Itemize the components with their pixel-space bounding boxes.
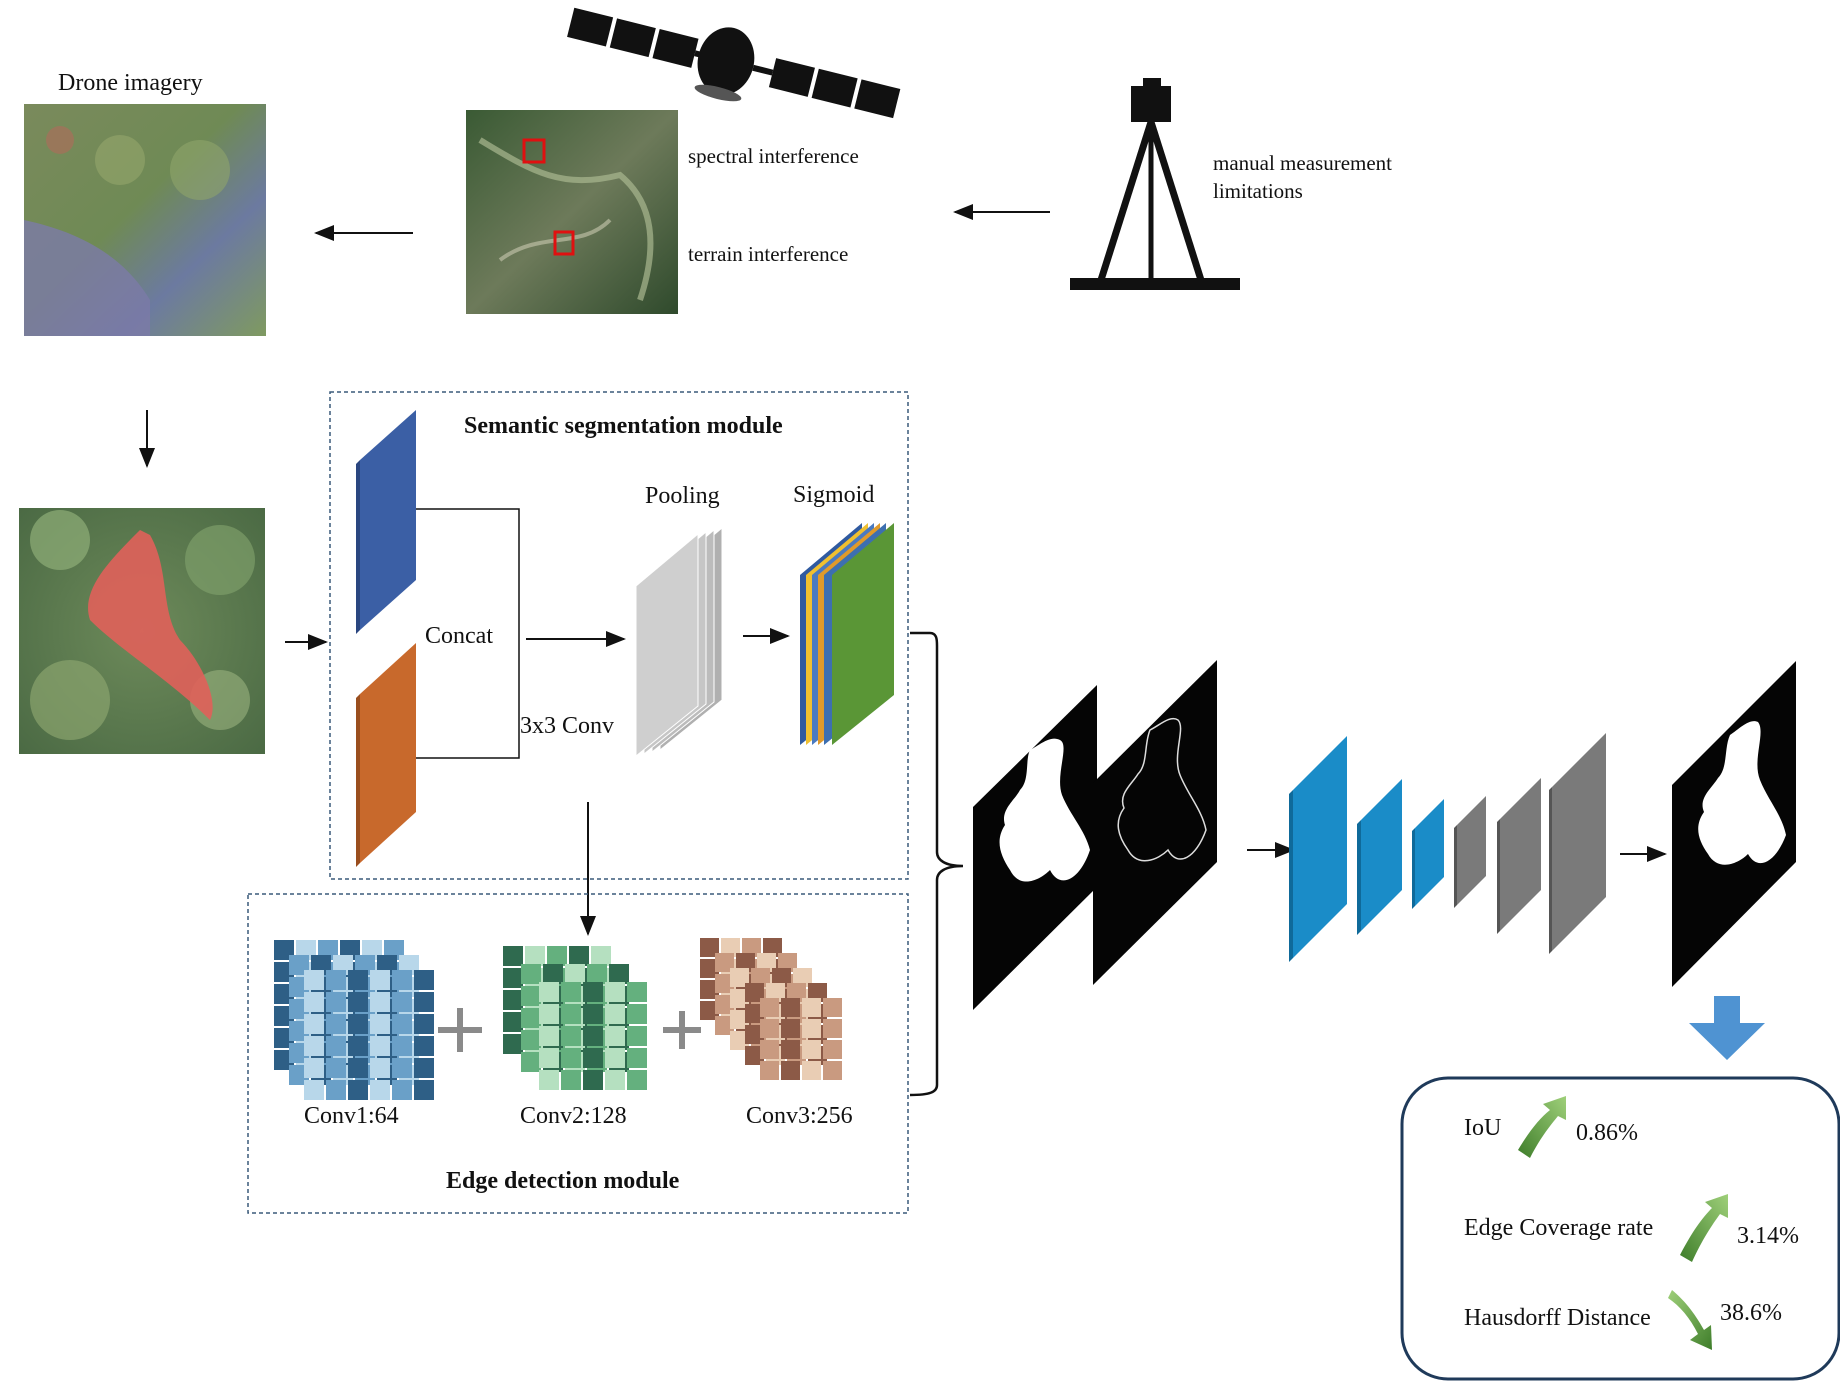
terrain-interference-label: terrain interference [688,242,848,266]
concat-bracket [416,508,520,759]
orange-feature-block [356,643,416,867]
hausdorff-value: 38.6% [1720,1300,1782,1326]
down-arrow-icon [1689,996,1765,1060]
edge-module-box [247,893,909,1214]
plus-icon-2 [663,1011,701,1049]
hausdorff-label: Hausdorff Distance [1464,1305,1651,1331]
edge-up-arrow-icon [1680,1194,1728,1262]
conv1-grid [274,940,434,1100]
merge-brace [909,631,964,1097]
iou-up-arrow-icon [1518,1096,1566,1158]
spectral-marker [522,138,546,164]
blue-feature-block [356,410,416,634]
pooling-label: Pooling [645,483,720,509]
satellite-image [466,110,678,314]
drone-imagery-title: Drone imagery [58,70,203,96]
spectral-interference-label: spectral interference [688,144,859,168]
sigmoid-stack [800,523,894,745]
edge-coverage-label: Edge Coverage rate [1464,1215,1653,1241]
segmentation-mask [973,685,1097,1010]
sigmoid-label: Sigmoid [793,482,874,508]
pooling-stack [635,526,723,758]
conv2-grid [503,946,647,1090]
drone-image [24,104,266,336]
conv3-label: Conv3:256 [746,1103,853,1129]
edge-module-title: Edge detection module [446,1168,680,1194]
semantic-module-box [329,391,909,880]
conv2-label: Conv2:128 [520,1103,627,1129]
conv3x3-label: 3x3 Conv [520,713,614,739]
satellite-icon [567,7,901,119]
conv3-grid [700,938,842,1080]
hausdorff-down-arrow-icon [1668,1290,1712,1350]
conv1-label: Conv1:64 [304,1103,399,1129]
terrain-marker [553,230,575,256]
output-mask [1672,661,1796,987]
results-panel [1400,1076,1840,1381]
tripod-icon [1070,78,1240,290]
iou-value: 0.86% [1576,1120,1638,1146]
plus-icon-1 [438,1008,482,1052]
encoder-decoder-network [1289,733,1606,962]
semantic-module-title: Semantic segmentation module [464,413,783,439]
iou-label: IoU [1464,1115,1501,1141]
edge-mask [1093,660,1217,985]
concat-label: Concat [425,623,493,649]
closeup-image [19,508,265,754]
edge-coverage-value: 3.14% [1737,1223,1799,1249]
manual-limitations-line1: manual measurement [1213,151,1392,175]
manual-limitations-line2: limitations [1213,179,1303,203]
